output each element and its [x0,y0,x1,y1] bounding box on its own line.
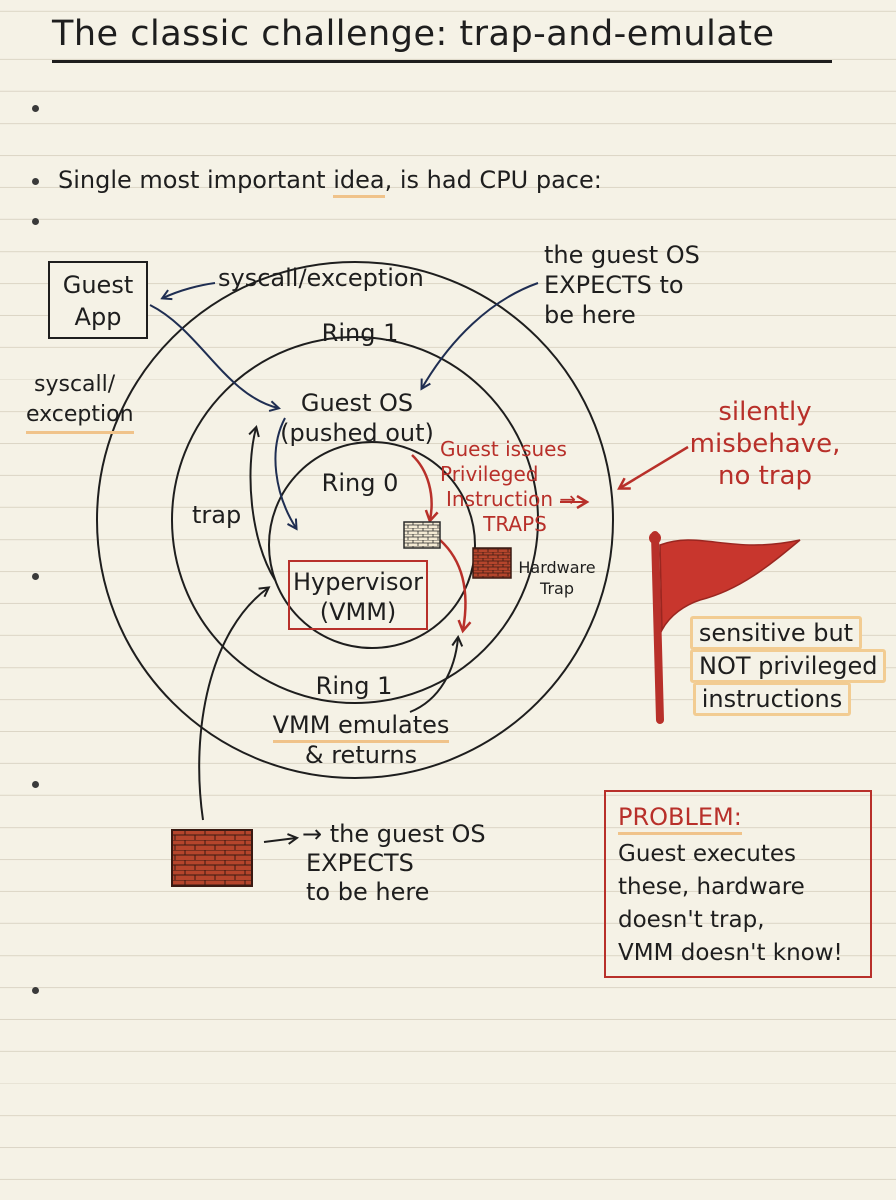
page-title: The classic challenge: trap-and-emulate [52,14,832,63]
problem-line1: Guest executes [618,841,797,867]
app-to-guest-os-arrow [149,304,278,408]
privileged-arrow-2 [439,539,465,630]
intro-text-after: , is had CPU pace: [384,166,602,194]
expects-arrow [422,282,539,388]
intro-highlight-word: idea [333,166,385,198]
bottom-wall-arrow [198,588,268,821]
guest-app-line1: Guest [62,271,134,299]
sensitive-line2: NOT privileged [690,649,887,683]
guest-os-line1: Guest OS [300,389,414,417]
trap-arrow-down [274,417,296,528]
privileged-arrow-1 [411,454,432,520]
syscall-arrow-to-app [163,282,216,298]
bullet-dot [32,178,39,185]
guest-os-label: Guest OS (pushed out) [272,388,442,448]
guest-issues-line2: Privileged [440,462,539,486]
syscall-left-line2: exception [26,400,134,434]
hardware-trap-line1: Hardware [518,558,596,577]
silently-line1: silently [718,397,812,427]
hypervisor-line2: (VMM) [319,598,397,626]
silently-line2: misbehave, [689,429,841,459]
syscall-top-label: syscall/exception [218,264,424,292]
hypervisor-line1: Hypervisor [292,568,424,596]
hardware-trap-label: Hardware Trap [512,557,602,599]
hardware-brick [472,547,512,579]
ring-inner-label: Ring 0 [321,469,399,497]
large-brick-wall [171,829,253,887]
guest-issues-line1: Guest issues [440,437,567,461]
expects-top-line3: be here [544,301,636,329]
intro-text-before: Single most important [58,166,334,194]
expects-bottom-line1: → the guest OS [302,820,486,848]
expects-top-line2: EXPECTS to [544,271,684,299]
small-light-brick [403,521,441,549]
middle-ring [171,336,539,704]
problem-box: PROBLEM: Guest executes these, hardware … [604,790,872,978]
bullet-dot [32,218,39,225]
expects-bottom-line3: to be here [306,878,430,906]
problem-line3: doesn't trap, [618,907,765,933]
problem-line4: VMM doesn't know! [618,940,843,966]
syscall-left-label: syscall/ exception [26,370,134,434]
outer-ring [96,261,614,779]
intro-line: Single most important idea, is had CPU p… [58,166,602,198]
trap-arrow-up [250,428,276,581]
sensitive-line3: instructions [692,682,852,716]
expects-bottom-line2: EXPECTS [306,849,414,877]
expects-top-label: the guest OS EXPECTS to be here [544,240,700,330]
vmm-emulates-label: VMM emulates & returns [266,710,456,770]
bullet-dot [32,987,39,994]
vmm-emulates-line1: VMM emulates [272,711,450,743]
bullet-dot [32,781,39,788]
ring-bottom-label: Ring 1 [315,672,393,700]
emulates-return-arrow [409,638,458,713]
bullet-dot [32,573,39,580]
guest-app-line2: App [74,303,122,331]
silently-arrow [620,445,689,488]
problem-heading: PROBLEM: [618,803,742,835]
sensitive-label: sensitive but NOT privileged instruction… [680,616,887,716]
problem-body: Guest executes these, hardware doesn't t… [618,838,858,970]
ring-outer-label: Ring 1 [321,319,399,347]
guest-issues-line3: Instruction → [446,487,577,511]
hypervisor-box: Hypervisor (VMM) [288,560,428,630]
guest-os-line2: (pushed out) [280,419,434,447]
problem-line2: these, hardware [618,874,805,900]
red-flag [649,531,801,724]
inner-ring [268,441,476,649]
expects-top-line1: the guest OS [544,241,700,269]
bullet-dot [32,105,39,112]
guest-issues-label: Guest issues Privileged Instruction → TR… [440,437,580,537]
silently-label: silently misbehave, no trap [680,396,850,492]
guest-app-box: Guest App [48,261,148,339]
trap-label: trap [192,501,242,529]
syscall-left-line1: syscall/ [34,372,116,397]
hardware-trap-line2: Trap [540,579,574,598]
guest-issues-line4: TRAPS [483,512,547,536]
vmm-emulates-line2: & returns [304,741,418,769]
sensitive-line1: sensitive but [689,616,863,650]
silently-line3: no trap [718,461,812,491]
wall-to-text-arrow [263,838,296,842]
expects-bottom-label: → the guest OS EXPECTS to be here [302,820,486,907]
